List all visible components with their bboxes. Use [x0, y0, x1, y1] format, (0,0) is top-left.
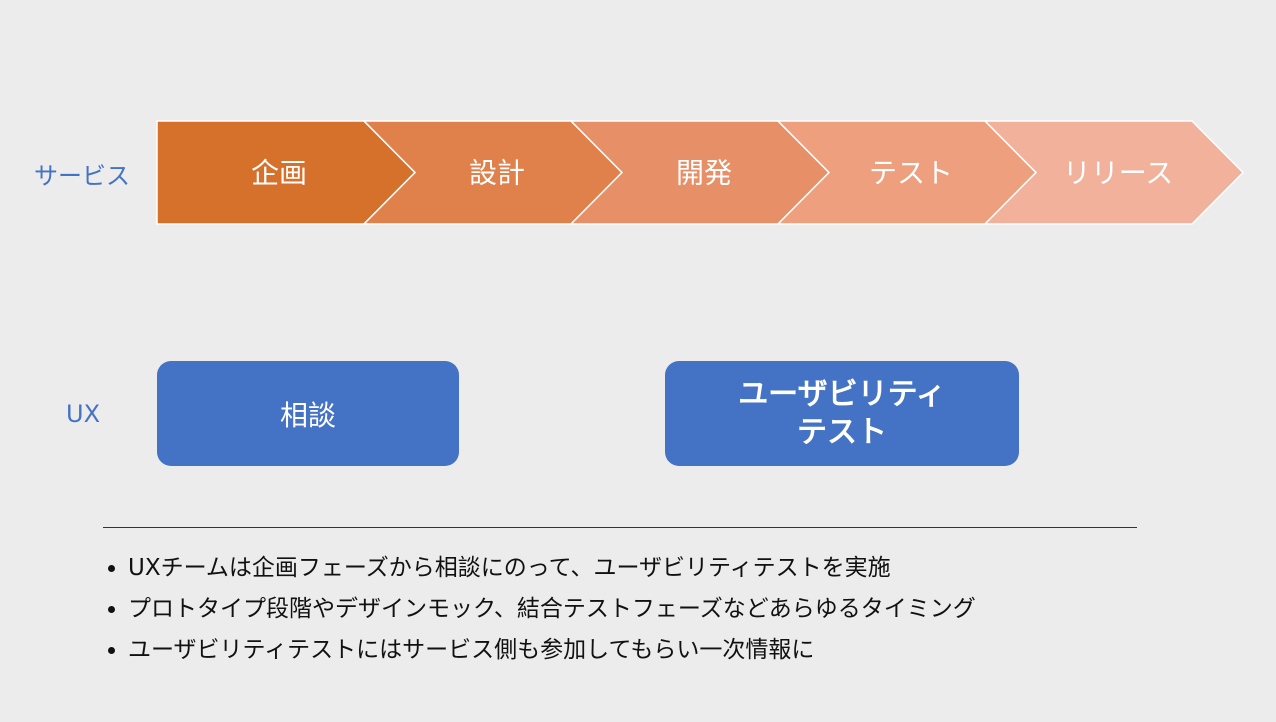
phase-chevron — [983, 120, 1245, 225]
ux-usability-test-box: ユーザビリティ テスト — [665, 361, 1019, 466]
phase-label: 設計 — [469, 157, 525, 190]
service-row-label: サービス — [34, 162, 130, 190]
bullet-item: プロトタイプ段階やデザインモック、結合テストフェーズなどあらゆるタイミング — [128, 589, 976, 630]
divider-line — [103, 527, 1137, 528]
ux-usability-label-line1: ユーザビリティ — [738, 376, 946, 412]
phase-label: リリース — [1063, 157, 1174, 190]
phase-label: 開発 — [676, 157, 732, 190]
ux-consult-label: 相談 — [279, 398, 336, 432]
phase-label: 企画 — [251, 157, 307, 190]
ux-consult-box: 相談 — [157, 361, 459, 466]
bullet-list: UXチームは企画フェーズから相談にのって、ユーザビリティテストを実施 プロトタイ… — [100, 548, 976, 671]
phase-chevron-flow: 企画 設計 開発 テスト リリース — [156, 120, 1245, 225]
phase-label: テスト — [869, 157, 953, 190]
bullet-item: ユーザビリティテストにはサービス側も参加してもらい一次情報に — [128, 630, 976, 671]
bullet-item: UXチームは企画フェーズから相談にのって、ユーザビリティテストを実施 — [128, 548, 976, 589]
ux-row-label: UX — [66, 400, 101, 428]
ux-usability-label-line2: テスト — [796, 414, 887, 450]
